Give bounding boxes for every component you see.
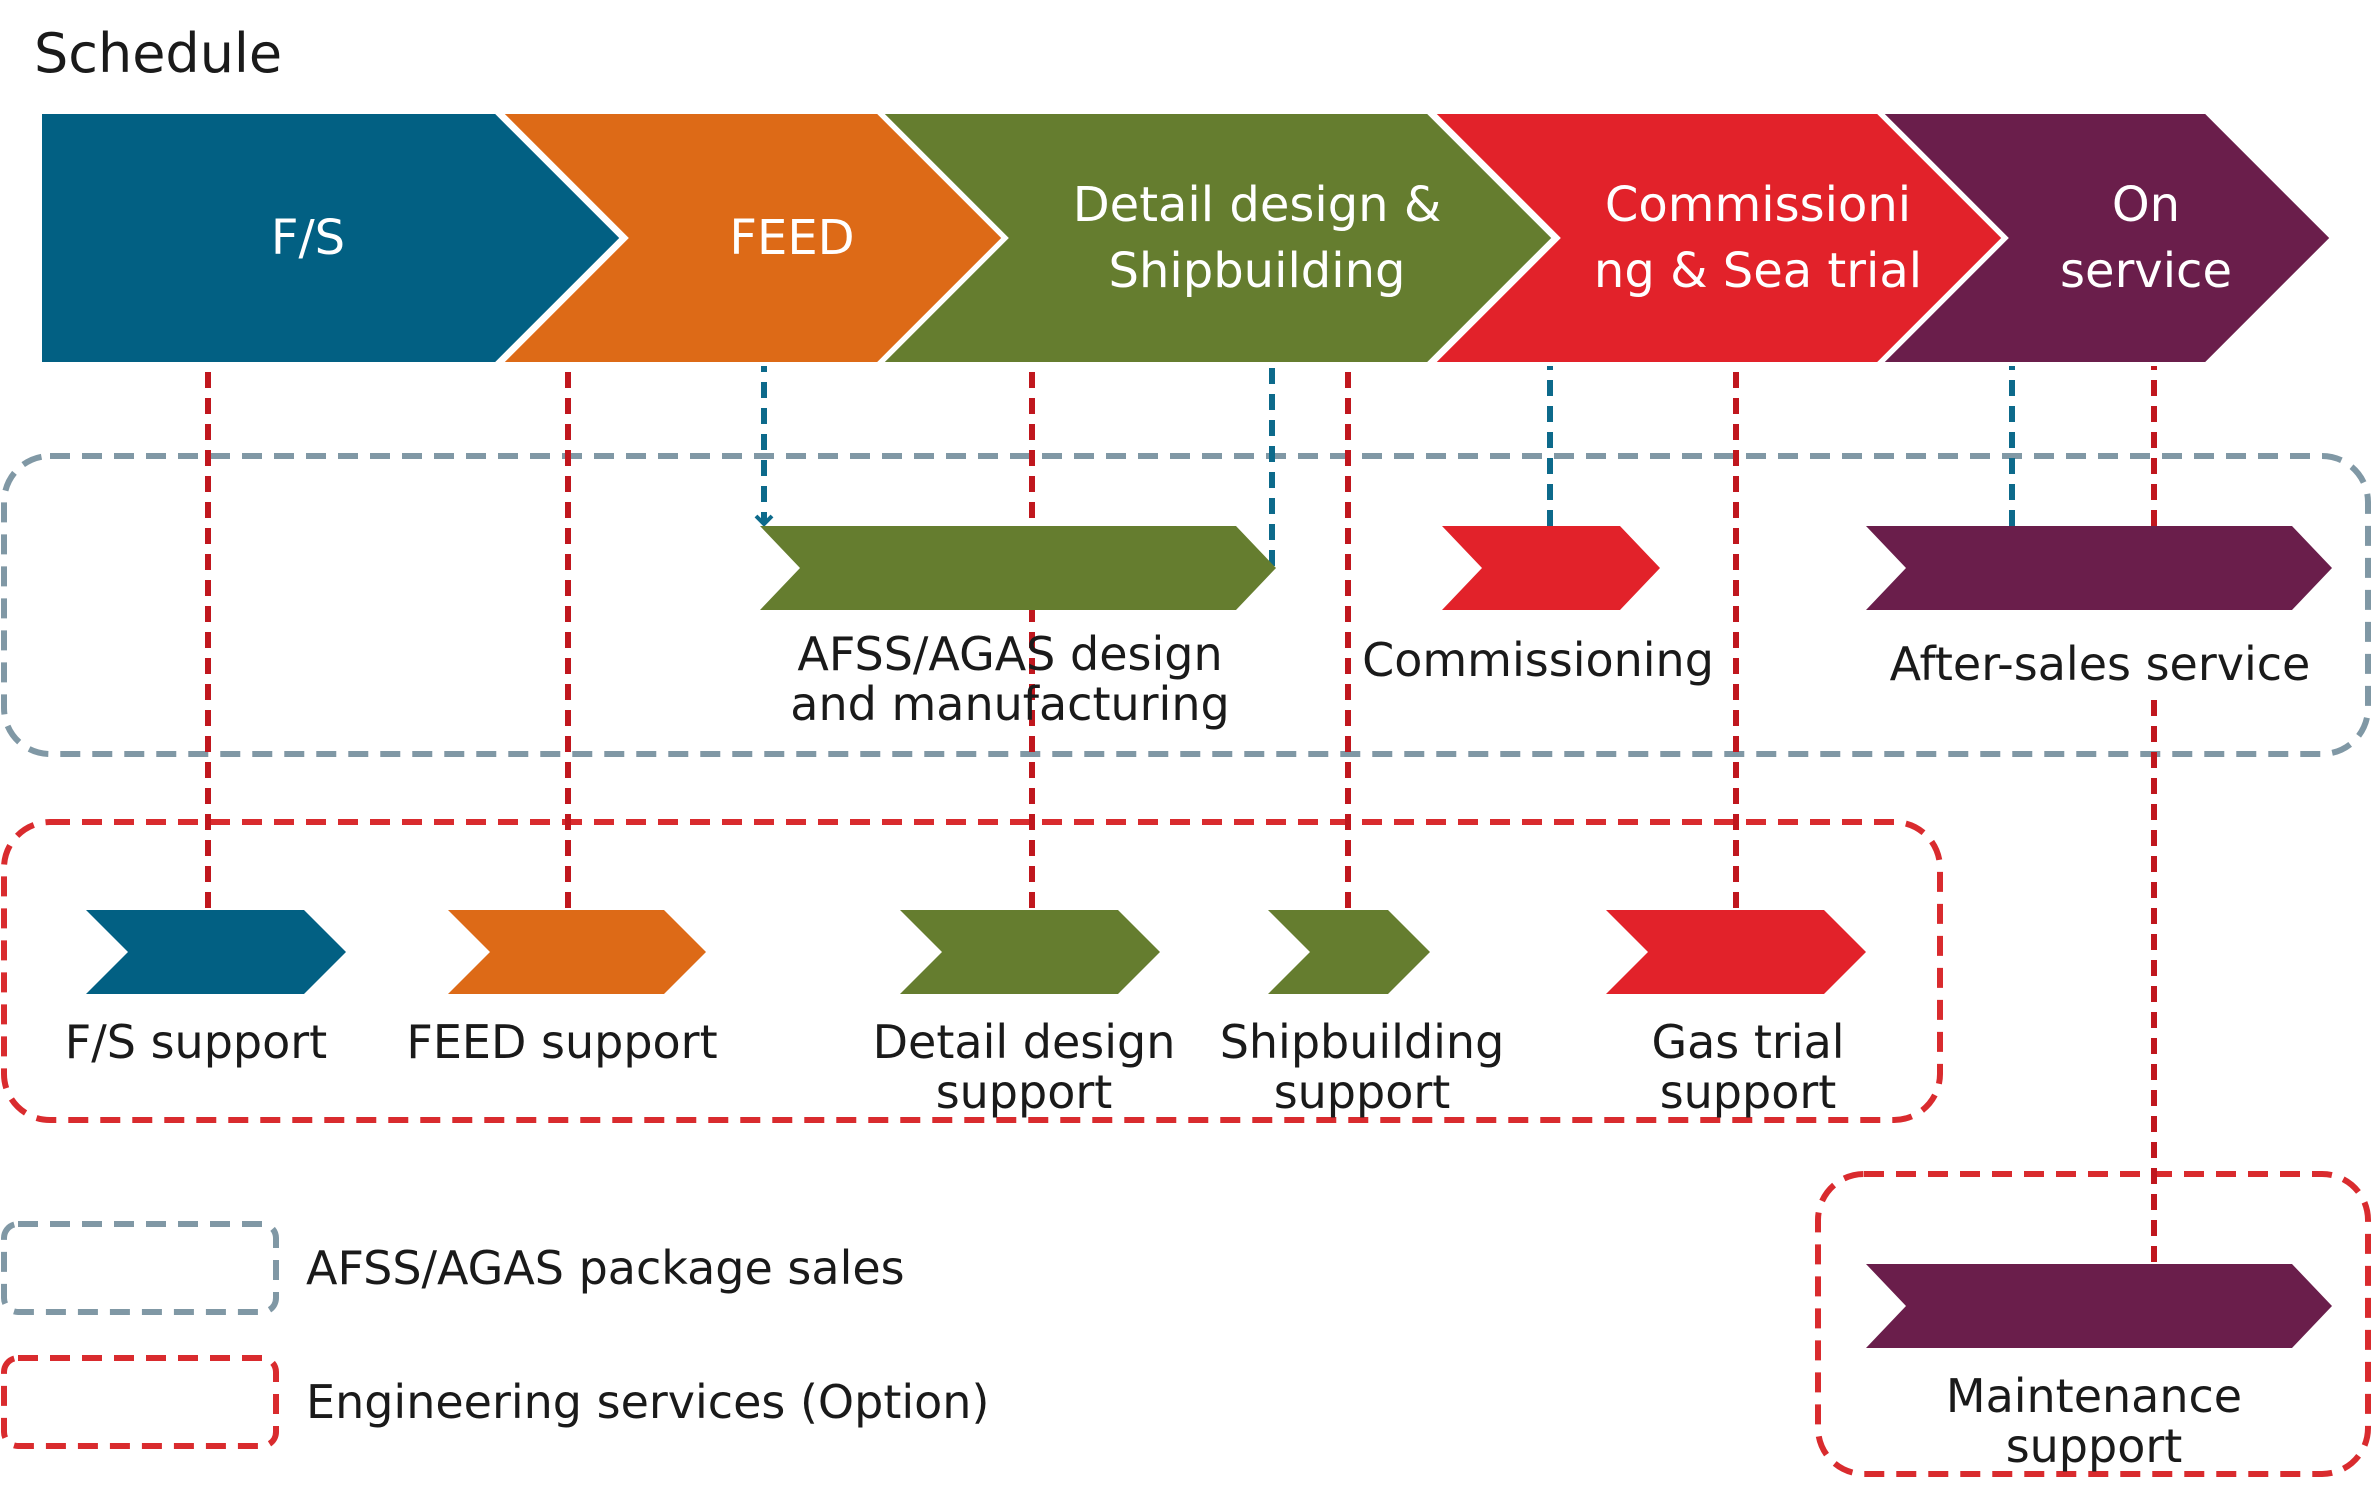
engineering-item-chevron	[1268, 910, 1430, 994]
maintenance-group	[1815, 1171, 2371, 1477]
package-item-chevron	[1866, 526, 2332, 610]
legend-item: AFSS/AGAS package sales	[1, 1221, 905, 1315]
engineering-item-chevron	[448, 910, 706, 994]
package-item-label: Commissioning	[1362, 633, 1714, 687]
legend-swatch	[1, 1355, 279, 1449]
engineering-item-chevron	[86, 910, 346, 994]
package-item-chevron	[760, 526, 1276, 610]
package-item: After-sales service	[1866, 526, 2332, 691]
schedule-phase: FEED	[495, 110, 1007, 366]
engineering-item: FEED support	[406, 910, 718, 1069]
package-sales-group	[1, 453, 2371, 757]
schedule-phase: Detail design &Shipbuilding	[875, 110, 1557, 366]
phase-label: Detail design &Shipbuilding	[1073, 177, 1442, 299]
package-item-label: After-sales service	[1890, 637, 2311, 691]
engineering-item-label: F/S support	[65, 1015, 327, 1069]
schedule-phase-row: F/S FEED Detail design &Shipbuilding Commis…	[38, 110, 2335, 366]
maintenance-chevron	[1866, 1264, 2332, 1348]
page-title: Schedule	[34, 22, 282, 85]
legend-swatch	[1, 1221, 279, 1315]
legend-label: AFSS/AGAS package sales	[306, 1241, 905, 1295]
engineering-item: F/S support	[65, 910, 346, 1069]
engineering-services-group	[1, 819, 1943, 1123]
phase-label: F/S	[271, 210, 345, 266]
package-item-chevron	[1442, 526, 1660, 610]
schedule-phase: F/S	[38, 110, 625, 366]
phase-chevron	[1875, 110, 2335, 366]
phase-label: FEED	[729, 210, 854, 266]
package-item: Commissioning	[1362, 526, 1714, 687]
legend-label: Engineering services (Option)	[306, 1375, 989, 1429]
engineering-item-label: FEED support	[406, 1015, 717, 1069]
legend-item: Engineering services (Option)	[1, 1355, 989, 1449]
phase-chevron	[875, 110, 1557, 366]
engineering-item-chevron	[900, 910, 1160, 994]
engineering-item-chevron	[1606, 910, 1866, 994]
phase-chevron	[38, 110, 625, 366]
